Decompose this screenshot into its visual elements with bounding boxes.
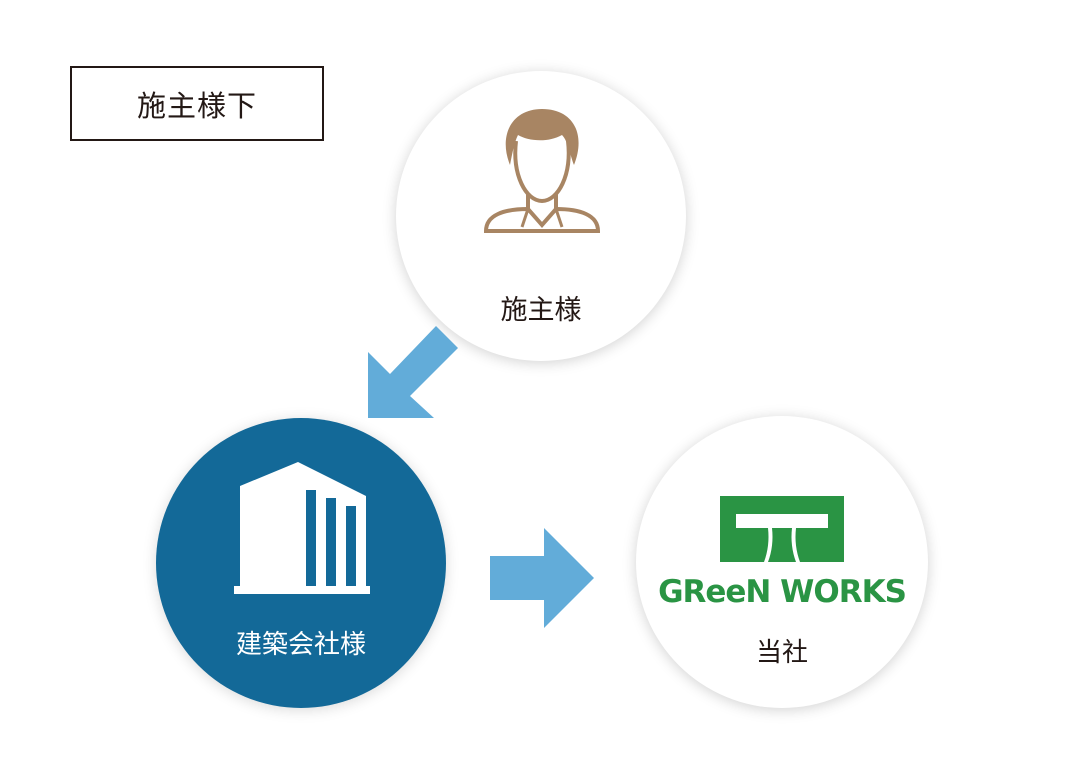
arrow-contractor-to-company [490,528,594,628]
arrow-client-to-contractor [368,326,458,418]
context-label: 施主様下 [70,66,324,141]
node-contractor: 建築会社様 [156,418,446,708]
node-company: GReeN WORKS 当社 [636,416,928,708]
building-icon [234,462,370,594]
contractor-label: 建築会社様 [235,630,366,660]
client-label: 施主様 [500,295,582,326]
node-client: 施主様 [396,71,686,361]
green-works-logo-mark [720,496,844,562]
logo-text: GReeN WORKS [658,574,907,610]
company-label: 当社 [755,638,808,668]
person-icon [483,109,601,233]
